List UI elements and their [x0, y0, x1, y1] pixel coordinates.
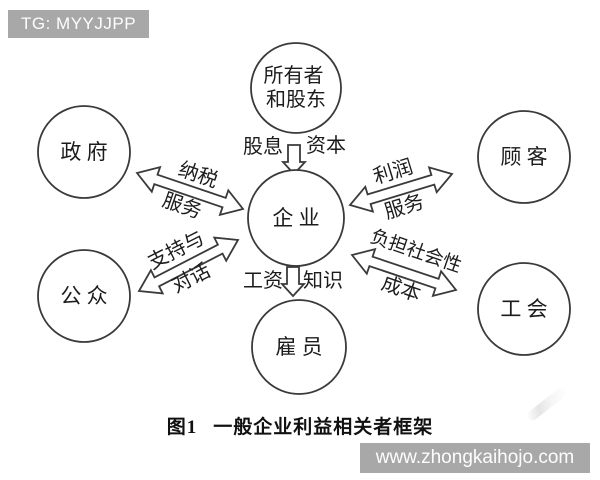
- owners-enterprise-down-arrow: [280, 144, 308, 176]
- figure-number: 图1: [166, 417, 198, 438]
- public-node-label: 公 众: [60, 284, 107, 308]
- enterprise-customers-arrow: [348, 166, 454, 213]
- enterprise-node-label: 企 业: [272, 206, 319, 230]
- public-enterprise-arrow: [137, 236, 240, 295]
- customers-node-label: 顾 客: [500, 145, 547, 169]
- enterprise-node-circle: [247, 169, 345, 267]
- employees-node-circle: [251, 299, 347, 395]
- union-node-label: 工 会: [500, 297, 547, 321]
- capital-flow-label: 资本: [306, 134, 346, 157]
- owners-node-label: 所有者 和股东: [264, 64, 329, 111]
- owners-label-line2: 和股东: [266, 88, 326, 111]
- figure-caption: 图1 一般企业利益相关者框架: [0, 412, 600, 439]
- dividends-flow-label: 股息: [243, 135, 283, 158]
- public-node-circle: [37, 249, 131, 343]
- customers-node-circle: [477, 110, 571, 204]
- knowledge-flow-label: 知识: [303, 269, 343, 292]
- wages-flow-label: 工资: [243, 269, 283, 292]
- union-node-circle: [477, 262, 571, 356]
- telegram-watermark-badge: TG: MYYJJPP: [8, 10, 150, 38]
- site-watermark-bar: www.zhongkaihojo.com: [360, 443, 590, 473]
- enterprise-union-arrow: [350, 247, 458, 298]
- figure-title: 一般企业利益相关者框架: [213, 417, 434, 438]
- enterprise-employees-down-arrow: [279, 266, 307, 298]
- government-node-circle: [37, 105, 131, 199]
- employees-node-label: 雇 员: [275, 335, 322, 359]
- owners-node-circle: [250, 42, 342, 134]
- owners-label-line1: 所有者: [264, 64, 324, 87]
- government-enterprise-arrow: [135, 165, 245, 217]
- government-node-label: 政 府: [60, 140, 107, 164]
